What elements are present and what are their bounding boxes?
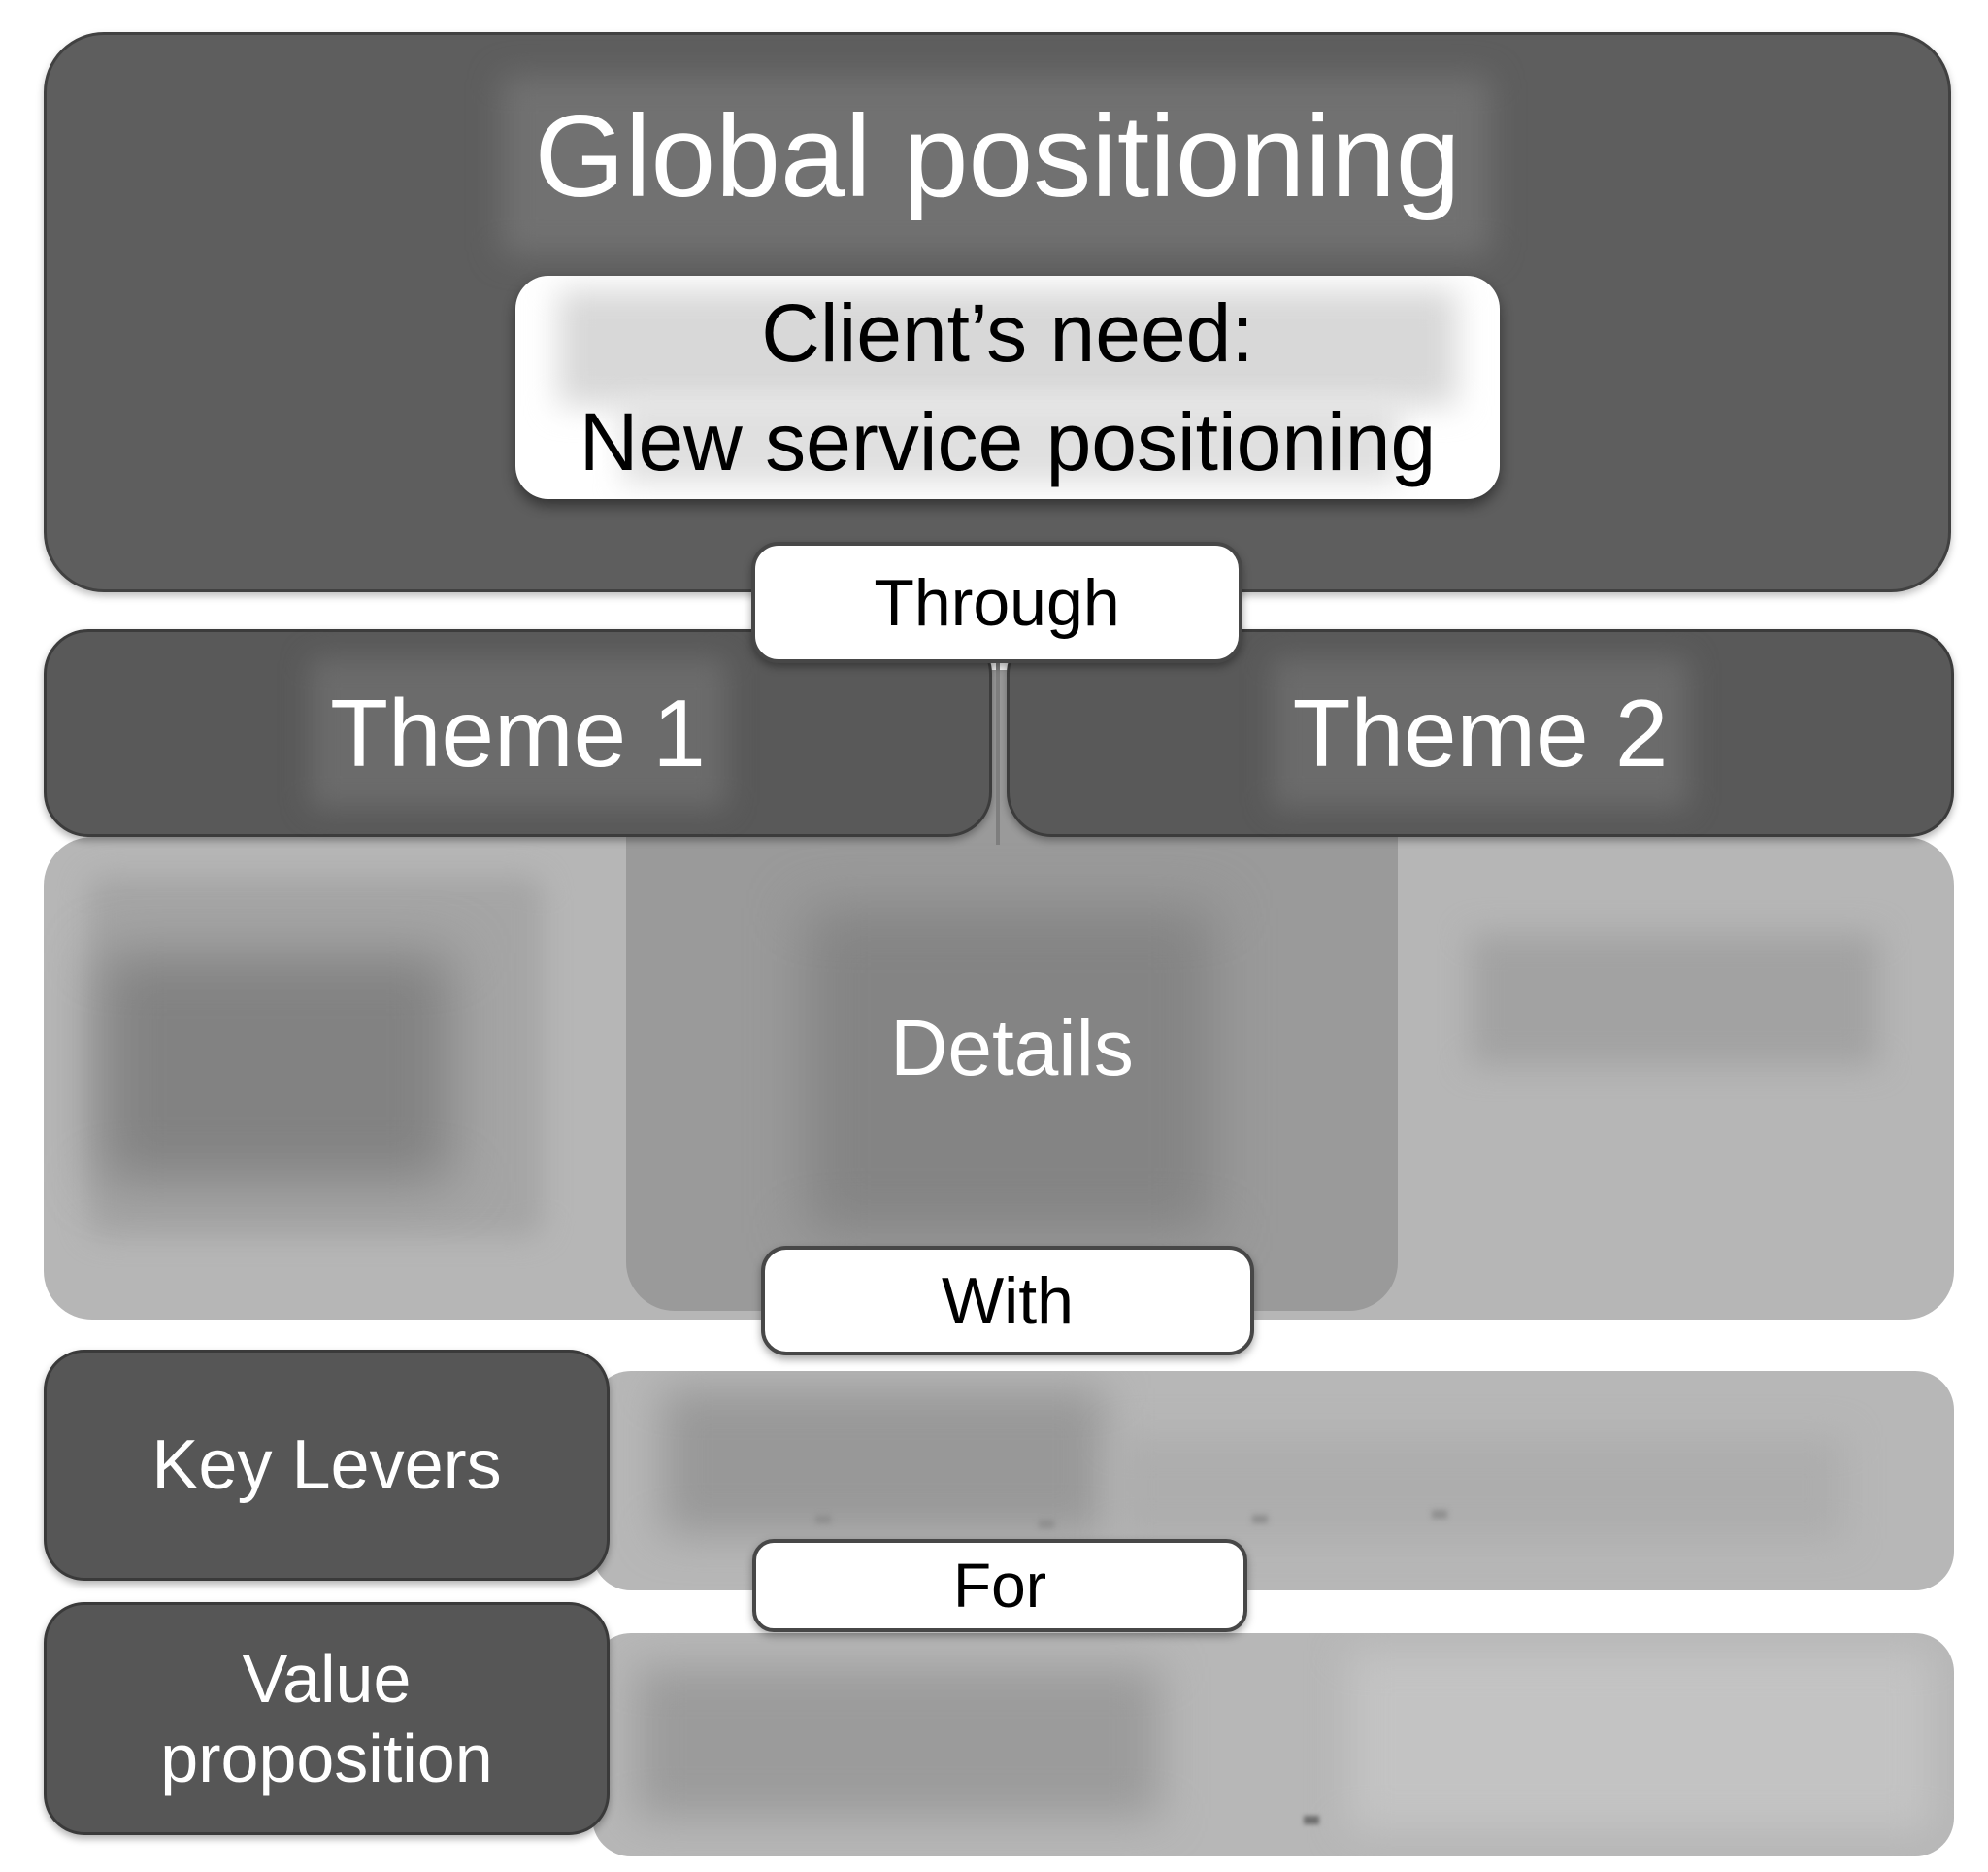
redacted-blur-details [806,908,1213,1233]
client-need-box: Client’s need: New service positioning [515,276,1500,499]
client-need-line1: Client’s need: [761,287,1254,379]
redacted-light-value-proposition [1349,1651,1932,1830]
redacted-tick [1252,1515,1268,1523]
theme-2-label: Theme 2 [1292,679,1669,786]
redacted-blur-key-levers [662,1388,1104,1534]
key-levers-label: Key Levers [151,1426,502,1504]
theme-1-highlight-blur [309,657,727,809]
redacted-tick [1039,1520,1054,1528]
value-proposition-box: Value proposition [44,1602,610,1835]
with-connector: With [761,1246,1254,1355]
theme-2-box: Theme 2 [1007,629,1954,837]
value-proposition-band [592,1633,1954,1856]
client-need-line2: New service positioning [579,396,1437,487]
global-positioning-box: Global positioning Client’s need: New se… [44,32,1951,592]
redacted-blur-right [1471,934,1878,1065]
theme-divider-line [996,660,1000,845]
theme-1-label: Theme 1 [330,679,706,786]
details-label: Details [890,1004,1134,1092]
redacted-speck [1304,1816,1319,1824]
key-levers-box: Key Levers [44,1350,610,1581]
theme-1-box: Theme 1 [44,629,992,837]
redacted-blur-key-levers-2 [1116,1437,1844,1539]
need-highlight-blur [558,289,1457,406]
global-positioning-title: Global positioning [534,91,1461,221]
for-connector: For [752,1539,1247,1632]
value-proposition-label-line2: proposition [160,1721,493,1796]
redacted-blur-value-proposition [636,1667,1160,1818]
title-highlight-blur [501,76,1491,255]
redacted-tick [1432,1510,1447,1519]
value-proposition-label-line1: Value [242,1641,412,1717]
redacted-blur-left-blob [102,953,451,1182]
redacted-tick [815,1515,831,1523]
through-connector: Through [751,542,1242,663]
theme-2-highlight-blur [1272,657,1689,809]
need-highlight-blur-2 [622,400,1399,484]
